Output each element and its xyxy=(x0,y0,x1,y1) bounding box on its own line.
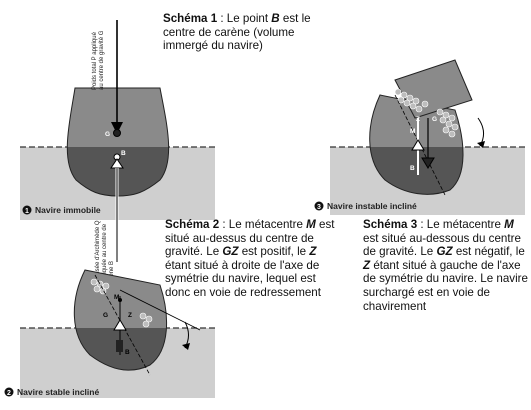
m-label-2: M xyxy=(114,294,119,301)
panel-1-number-badge xyxy=(22,205,32,215)
panel-2-label: Navire stable incliné xyxy=(17,387,99,397)
cargo-3 xyxy=(394,88,459,138)
b-label-3: B xyxy=(410,165,415,172)
panel-1-number: 1 xyxy=(25,208,29,215)
weight-marker-2 xyxy=(116,340,123,352)
z-label-2: Z xyxy=(128,312,132,319)
weight-label: Poids total P appliqué au centre de grav… xyxy=(92,30,105,90)
caption-schema-2: Schéma 2 : Le métacentre M est situé au-… xyxy=(165,218,335,299)
b-label-1: B xyxy=(121,150,126,157)
panel-3-number-badge xyxy=(314,201,324,211)
buoyancy-arrowhead-3 xyxy=(411,139,425,151)
panel-1: G B Poids total P appliqué au centre de … xyxy=(20,20,215,262)
caption-3-title: Schéma 3 xyxy=(363,218,418,231)
panel-3-number: 3 xyxy=(317,204,321,211)
buoyancy-label: Poussée d'Archimède Q appliquée au centr… xyxy=(95,220,115,285)
m-label-3: M xyxy=(410,128,415,135)
panel-2-number: 2 xyxy=(7,390,11,397)
g-label-2: G xyxy=(103,312,108,319)
g-label-3: G xyxy=(432,116,437,123)
m-point-2 xyxy=(118,298,122,302)
panel-3-label: Navire instable incliné xyxy=(327,201,417,211)
weight-label-line1: Poids total P appliqué xyxy=(92,31,98,90)
b-label-2: B xyxy=(125,349,130,356)
z-label-3: Z xyxy=(416,116,420,123)
g-label-1: G xyxy=(105,131,110,138)
panel-2-number-badge xyxy=(4,387,14,397)
panel-3: M G Z B 3 Navire instable incliné xyxy=(314,59,525,215)
hull-3 xyxy=(369,95,464,195)
panel-1-label: Navire immobile xyxy=(35,205,101,215)
caption-schema-1: Schéma 1 : Le point B est le centre de c… xyxy=(163,12,311,53)
panel-2: M G Z B 2 Navire stable incliné xyxy=(4,269,215,398)
caption-2-title: Schéma 2 xyxy=(165,218,220,231)
g-point-1 xyxy=(113,129,121,137)
buoyancy-arrowhead-2 xyxy=(113,319,127,331)
weight-arrowhead-3 xyxy=(421,157,435,169)
buoyancy-label-line2: appliquée au centre de xyxy=(102,223,108,285)
caption-1-title: Schéma 1 xyxy=(163,12,218,25)
cargo-2 xyxy=(90,278,153,328)
weight-label-line2: au centre de gravité G xyxy=(99,30,105,90)
caption-schema-3: Schéma 3 : Le métacentre M est situé au-… xyxy=(363,218,528,313)
weight-arrowhead-1 xyxy=(111,122,123,134)
buoyancy-label-line3: carène B xyxy=(109,261,115,285)
buoyancy-label-line1: Poussée d'Archimède Q xyxy=(95,220,101,285)
heel-line-2 xyxy=(119,289,201,331)
